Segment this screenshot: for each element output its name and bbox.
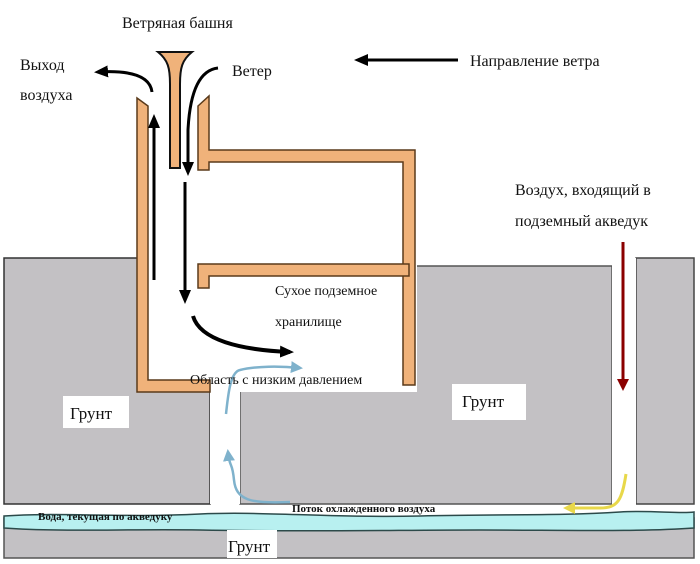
label-cooled-air: Поток охлажденного воздуха [292, 503, 436, 515]
storage-flow-arrow [191, 315, 294, 358]
label-air-in-1: Воздух, входящий в [515, 182, 651, 199]
label-ground-bottom: Грунт [228, 537, 271, 556]
label-storage-2: хранилище [275, 315, 342, 330]
water-channel [3, 510, 695, 532]
tower-vane [155, 51, 195, 169]
label-tower: Ветряная башня [122, 15, 233, 32]
ground-label-bg-left [63, 396, 129, 428]
label-air-exit-2: воздуха [20, 87, 73, 104]
building-walls [136, 94, 416, 393]
ground-label-bg-right [452, 384, 526, 420]
ground-label-bg-bottom [227, 530, 277, 558]
label-air-exit-1: Выход [20, 57, 65, 74]
label-water: Вода, текущая по акведуку [38, 511, 173, 523]
air-exit-arrow [94, 65, 154, 93]
label-wind: Ветер [232, 63, 272, 80]
label-air-in-2: подземный акведук [515, 213, 648, 230]
cooled-air-arrow-upper [224, 361, 303, 415]
label-storage-1: Сухое подземное [275, 284, 377, 299]
label-low-pressure: Область с низким давлением [190, 373, 362, 388]
cooled-air-arrow-lower [223, 449, 291, 504]
label-ground-right: Грунт [462, 392, 505, 411]
wind-in-arrow [182, 66, 219, 176]
label-ground-left: Грунт [70, 404, 113, 423]
aqueduct-air-arrow [563, 473, 628, 514]
label-wind-direction: Направление ветра [470, 53, 600, 70]
ground-block-right [635, 257, 695, 505]
